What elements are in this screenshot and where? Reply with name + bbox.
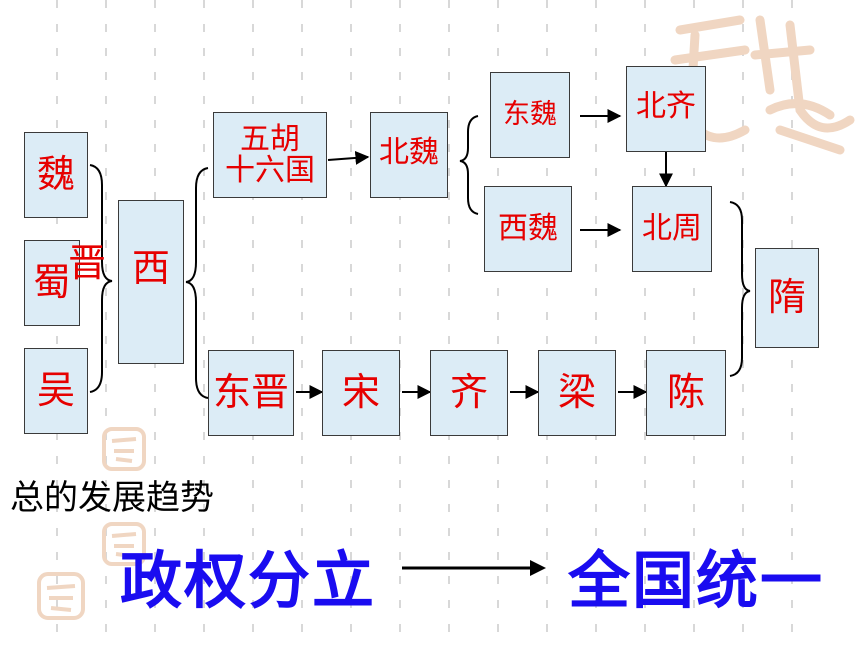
box-wei: 魏 <box>24 132 88 218</box>
box-northern-zhou: 北周 <box>632 186 712 272</box>
box-eastern-wei: 东魏 <box>490 72 570 158</box>
box-shu: 蜀 <box>24 240 80 326</box>
box-song: 宋 <box>322 350 400 436</box>
watermark-seal-small-1 <box>102 427 146 471</box>
box-five-barbarians-sixteen-kingdoms: 五胡 十六国 <box>213 112 327 198</box>
trend-to-text: 全国统一 <box>568 544 825 617</box>
trend-from-text: 政权分立 <box>120 544 377 617</box>
box-eastern-jin: 东晋 <box>208 350 294 436</box>
box-qi: 齐 <box>430 350 508 436</box>
box-wu: 吴 <box>24 348 88 434</box>
box-sui: 隋 <box>755 248 819 348</box>
box-liang: 梁 <box>538 350 616 436</box>
watermark-seal-small-2 <box>102 522 146 566</box>
box-northern-qi: 北齐 <box>626 66 706 152</box>
trend-arrow <box>402 560 546 576</box>
box-northern-wei: 北魏 <box>370 112 448 198</box>
box-west: 西 <box>118 200 184 364</box>
watermark-seal-small-3 <box>37 572 85 620</box>
summary-label: 总的发展趋势 <box>10 478 214 518</box>
label-jin: 晋 <box>68 241 107 285</box>
box-chen: 陈 <box>646 350 726 436</box>
box-western-wei: 西魏 <box>484 186 572 272</box>
